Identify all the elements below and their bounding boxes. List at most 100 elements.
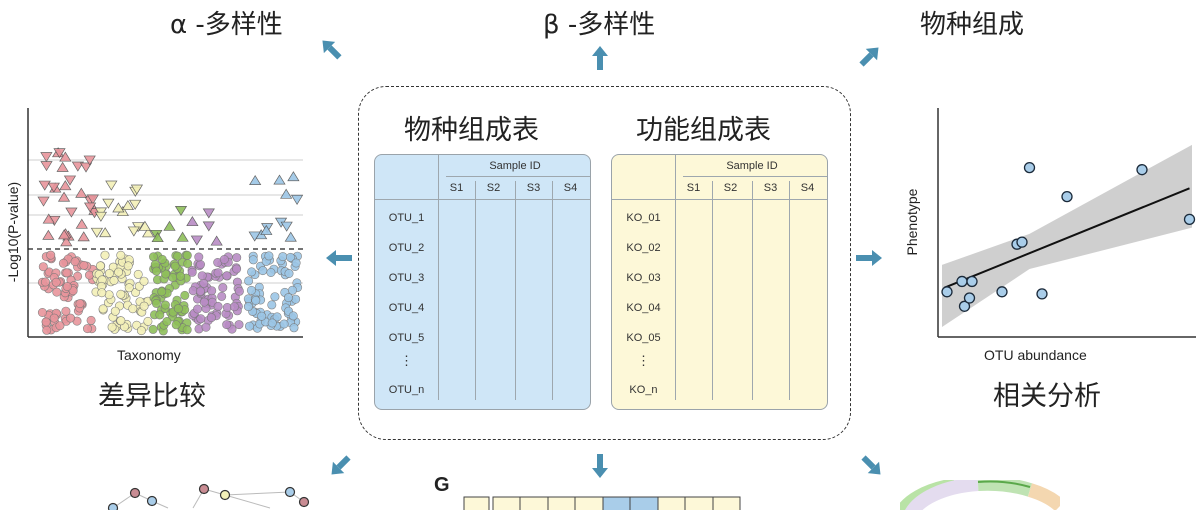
difference-comparison-label: 差异比较	[98, 381, 206, 412]
arrow-left-icon	[326, 250, 352, 266]
data-point	[104, 269, 114, 279]
significant-point	[176, 231, 189, 242]
gene-block	[574, 496, 604, 510]
significant-point	[290, 194, 304, 205]
data-point	[258, 266, 268, 276]
data-point	[251, 296, 261, 306]
data-point	[139, 276, 149, 286]
data-point	[151, 298, 161, 308]
data-point	[234, 286, 244, 296]
data-point	[283, 293, 293, 303]
arrow-up-right-icon	[859, 47, 879, 67]
data-point	[232, 264, 242, 274]
gene-block	[547, 496, 576, 510]
significant-point	[190, 235, 203, 246]
header-divider	[446, 176, 590, 177]
ring-segment	[1027, 483, 1060, 510]
significant-point	[105, 180, 118, 191]
significant-point	[38, 180, 51, 191]
network-node	[129, 487, 141, 499]
row-label: KO_04	[626, 302, 661, 314]
data-point	[272, 312, 282, 322]
data-point	[234, 320, 244, 330]
data-point	[278, 252, 288, 262]
arrow-up-left-icon	[322, 40, 342, 60]
manhattan-plot	[27, 108, 304, 338]
significant-point	[129, 199, 142, 210]
data-point	[161, 269, 171, 279]
ellipsis: ⋮	[400, 353, 413, 368]
arrow-up-icon	[592, 46, 608, 70]
significant-point	[249, 174, 262, 186]
data-point	[248, 255, 258, 265]
significant-point	[57, 191, 71, 202]
correlation-ylabel: Phenotype	[904, 188, 920, 256]
data-point	[246, 285, 256, 295]
header-bottom-divider	[612, 199, 827, 200]
data-point	[136, 326, 146, 336]
data-point	[162, 317, 172, 327]
row-label: KO_01	[626, 212, 661, 224]
data-point	[218, 283, 228, 293]
data-point	[79, 260, 89, 270]
data-point	[289, 323, 299, 333]
significant-point	[57, 229, 71, 240]
data-point	[291, 258, 301, 268]
data-point	[963, 292, 976, 304]
column-header: S1	[686, 182, 701, 194]
data-point	[42, 325, 52, 335]
data-point	[124, 283, 134, 293]
data-point	[160, 300, 170, 310]
sample-id-header: Sample ID	[489, 160, 541, 172]
column-header: S2	[486, 182, 501, 194]
data-point	[114, 267, 124, 277]
significant-point	[83, 202, 97, 213]
data-point	[58, 258, 68, 268]
species-composition-label: 物种组成	[920, 10, 1025, 40]
row-label: KO_n	[629, 384, 658, 396]
significant-point	[63, 175, 77, 186]
gene-block	[684, 496, 714, 510]
data-tables-container	[358, 86, 851, 440]
manhattan-xlabel: Taxonomy	[117, 347, 181, 363]
data-point	[206, 313, 216, 323]
data-point	[207, 286, 217, 296]
data-point	[264, 251, 274, 261]
significant-point	[75, 187, 88, 198]
data-point	[956, 275, 968, 288]
data-point	[1016, 236, 1028, 248]
data-point	[1183, 213, 1196, 226]
significant-point	[65, 207, 78, 218]
data-point	[182, 250, 192, 260]
data-point	[61, 306, 71, 316]
data-point	[70, 257, 80, 267]
data-point	[148, 324, 158, 334]
panel-letter-g: G	[434, 474, 450, 496]
data-point	[201, 322, 211, 332]
network-graph-fragment	[107, 483, 310, 510]
ring-segment	[905, 480, 979, 510]
significant-point	[60, 236, 73, 247]
data-point	[98, 304, 108, 314]
correlation-analysis-label: 相关分析	[993, 381, 1101, 412]
data-point	[245, 321, 255, 331]
significant-point	[163, 220, 176, 231]
row-label: KO_03	[626, 272, 661, 284]
data-point	[187, 267, 197, 277]
ring-segment	[977, 480, 1031, 488]
column-divider	[475, 181, 476, 400]
ring-segment	[977, 480, 1033, 497]
data-point	[219, 255, 229, 265]
significant-point	[121, 200, 134, 211]
data-point	[100, 250, 110, 260]
correlation-xlabel: OTU abundance	[984, 347, 1087, 363]
column-header: S2	[723, 182, 738, 194]
manhattan-ylabel: -Log10(P-value)	[5, 181, 21, 283]
gene-block	[602, 496, 631, 510]
data-point	[194, 252, 204, 262]
data-point	[95, 261, 105, 271]
data-point	[267, 318, 277, 328]
data-point	[1136, 164, 1148, 176]
data-point	[247, 267, 257, 277]
